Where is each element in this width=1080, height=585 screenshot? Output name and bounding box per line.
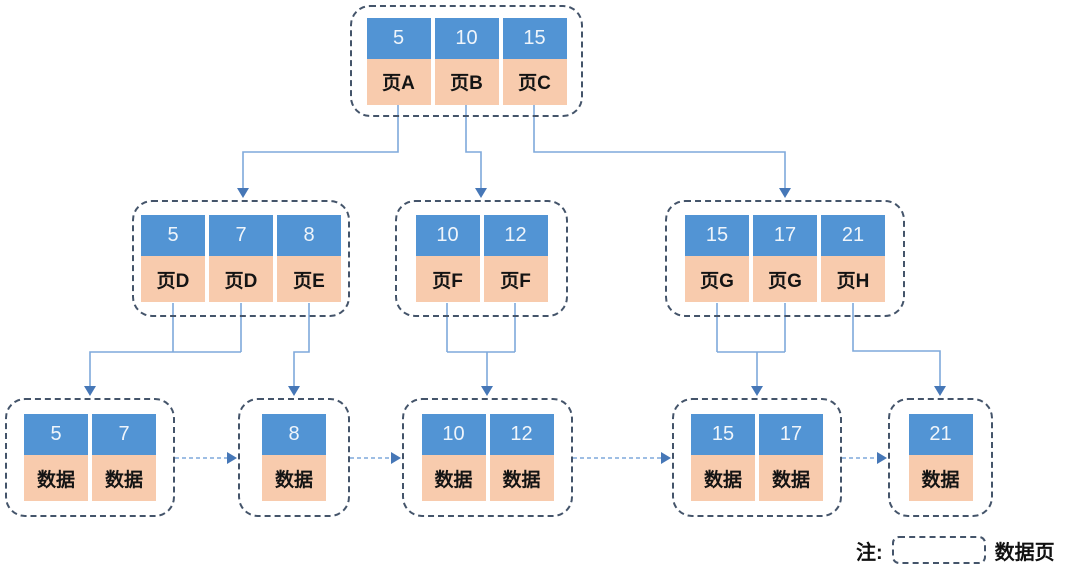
arrowhead-icon [227, 452, 237, 464]
cell-label: 数据 [759, 455, 823, 501]
arrowhead-icon [475, 188, 487, 198]
arrowhead-icon [391, 452, 401, 464]
arrowhead-icon [934, 386, 946, 396]
cell-label: 数据 [691, 455, 755, 501]
cell-label: 数据 [489, 455, 554, 501]
cell-label: 页H [821, 256, 885, 302]
cell-label: 页G [753, 256, 817, 302]
cell-key: 17 [753, 215, 817, 256]
connector-line-root-internal-right [533, 103, 786, 188]
cell-label: 页A [366, 58, 431, 105]
cell-key: 15 [685, 215, 749, 256]
cell-key: 10 [415, 215, 480, 256]
arrowhead-icon [288, 386, 300, 396]
legend-note-label: 注: [856, 541, 883, 564]
cell-label: 数据 [24, 455, 88, 501]
cell-key: 15 [691, 414, 755, 455]
connector-line-internal-left-leaf-1 [89, 351, 241, 386]
connector-line-root-internal-left [242, 103, 399, 188]
cell-key: 12 [489, 414, 554, 455]
legend-page-box [891, 536, 986, 564]
cell-label: 数据 [421, 455, 486, 501]
legend-page-label: 数据页 [994, 541, 1055, 564]
cell-label: 页F [415, 256, 480, 302]
cell-key: 21 [821, 215, 885, 256]
cell-label: 页C [502, 58, 567, 105]
connector-line-root-internal-mid [465, 103, 482, 188]
arrowhead-icon [779, 188, 791, 198]
legend: 注: 数据页 [856, 534, 1055, 566]
arrowhead-icon [661, 452, 671, 464]
arrowhead-icon [84, 386, 96, 396]
cell-key: 10 [434, 17, 499, 59]
connector-line-internal-left-leaf-2 [293, 303, 310, 386]
cell-label: 页G [685, 256, 749, 302]
cell-key: 7 [92, 414, 156, 455]
cell-key: 5 [24, 414, 88, 455]
arrowhead-icon [237, 188, 249, 198]
cell-key: 7 [209, 215, 273, 256]
arrowhead-icon [481, 386, 493, 396]
cell-label: 页D [141, 256, 205, 302]
arrowhead-icon [877, 452, 887, 464]
cell-key: 8 [277, 215, 341, 256]
cell-key: 10 [421, 414, 486, 455]
cell-label: 页B [434, 58, 499, 105]
cell-label: 页E [277, 256, 341, 302]
cell-label: 数据 [92, 455, 156, 501]
cell-label: 数据 [262, 455, 326, 501]
cell-label: 数据 [908, 455, 973, 501]
cell-key: 12 [483, 215, 548, 256]
cell-key: 8 [262, 414, 326, 455]
arrowhead-icon [751, 386, 763, 396]
cell-key: 5 [366, 17, 431, 59]
cell-key: 21 [908, 414, 973, 455]
cell-key: 15 [502, 17, 567, 59]
cell-label: 页D [209, 256, 273, 302]
cell-key: 5 [141, 215, 205, 256]
connector-line-internal-right-leaf-5 [852, 303, 941, 386]
cell-key: 17 [759, 414, 823, 455]
cell-label: 页F [483, 256, 548, 302]
